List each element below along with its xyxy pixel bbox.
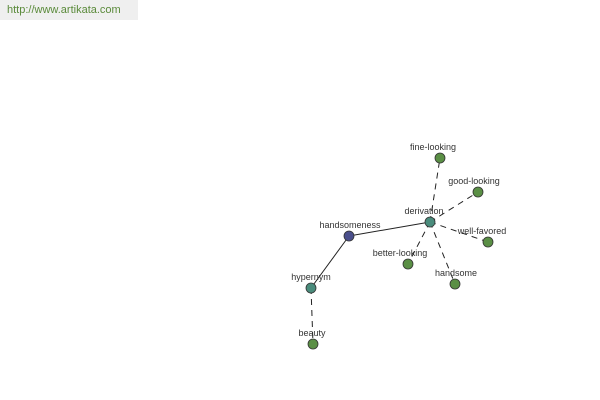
- node-handsomeness[interactable]: [343, 230, 355, 242]
- node-good-looking[interactable]: [472, 186, 484, 198]
- site-url-link[interactable]: http://www.artikata.com: [0, 0, 138, 20]
- graph-nodes: [305, 152, 494, 350]
- node-label-good-looking: good-looking: [448, 176, 500, 186]
- node-fine-looking[interactable]: [434, 152, 446, 164]
- edge-handsomeness-hypernym: [310, 235, 350, 289]
- node-label-better-looking: better-looking: [373, 248, 428, 258]
- node-handsome[interactable]: [449, 278, 461, 290]
- edge-derivation-handsome: [429, 221, 456, 285]
- node-label-handsomeness: handsomeness: [319, 220, 381, 230]
- node-label-beauty: beauty: [298, 328, 326, 338]
- node-label-fine-looking: fine-looking: [410, 142, 456, 152]
- edge-handsomeness-derivation: [348, 221, 431, 237]
- edge-derivation-good-looking: [429, 191, 479, 223]
- graph-labels: handsomeness derivation hypernym fine-looki…: [291, 142, 506, 338]
- node-label-handsome: handsome: [435, 268, 477, 278]
- graph-edges: [310, 157, 489, 345]
- node-beauty[interactable]: [307, 338, 319, 350]
- node-derivation[interactable]: [424, 216, 436, 228]
- edge-hypernym-beauty: [310, 287, 314, 345]
- node-hypernym[interactable]: [305, 282, 317, 294]
- node-label-well-favored: well-favored: [457, 226, 507, 236]
- node-well-favored[interactable]: [482, 236, 494, 248]
- node-label-derivation: derivation: [404, 206, 443, 216]
- node-label-hypernym: hypernym: [291, 272, 331, 282]
- node-better-looking[interactable]: [402, 258, 414, 270]
- edge-derivation-better-looking: [407, 221, 431, 265]
